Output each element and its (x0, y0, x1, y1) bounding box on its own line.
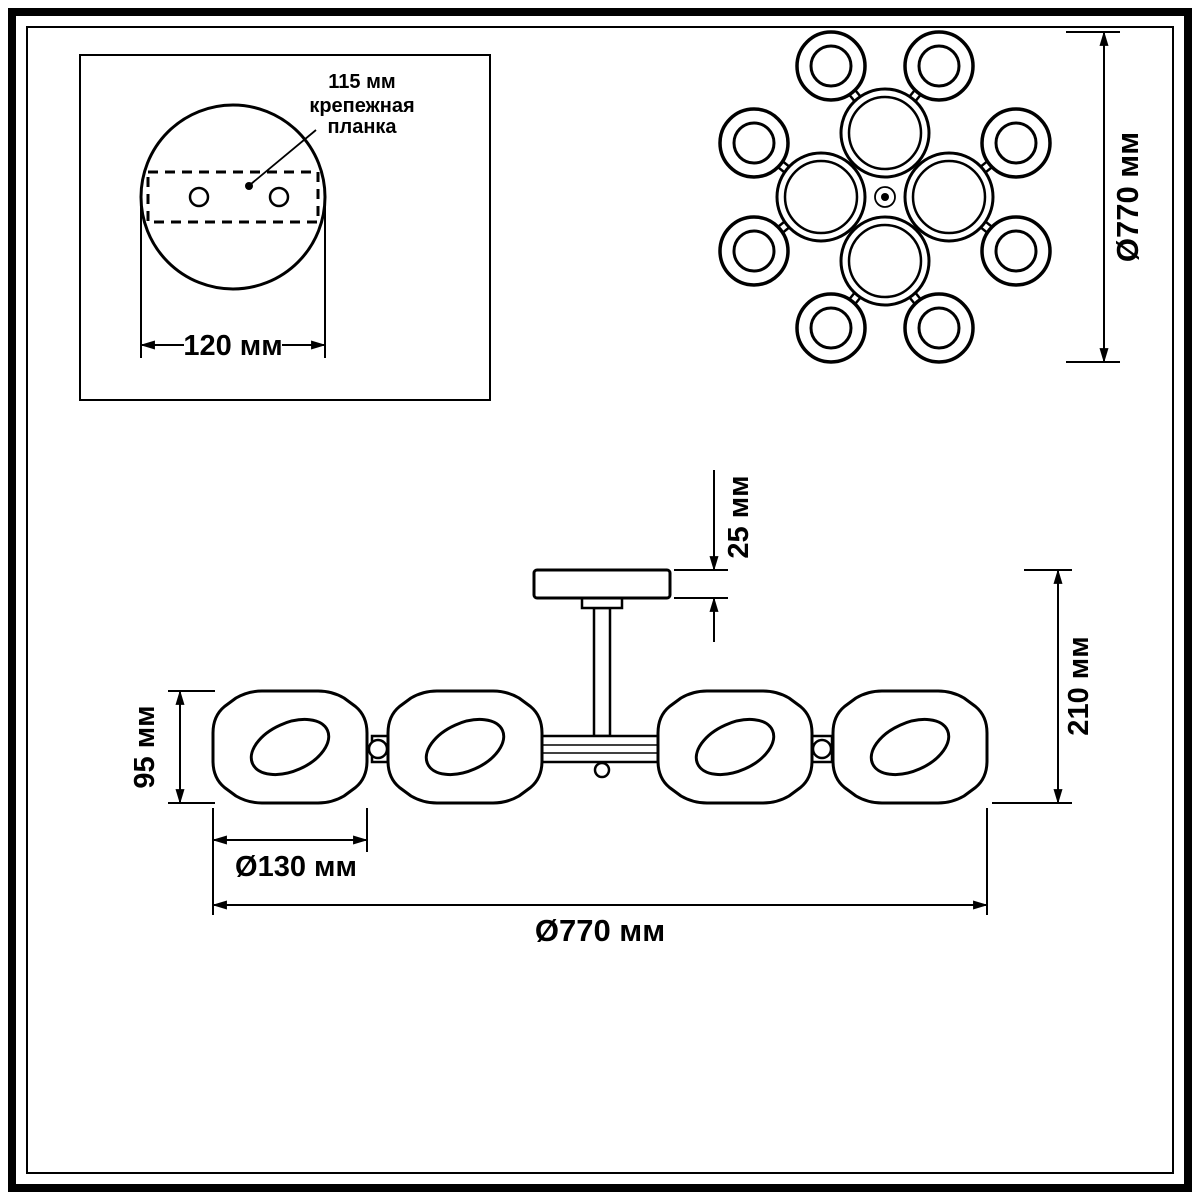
shade-2 (386, 689, 544, 805)
shade-ring-inner (994, 229, 1038, 273)
plate-label-line1: крепежная (309, 95, 414, 117)
top-view: Ø770 мм (718, 30, 1145, 364)
canopy-base-circle (139, 103, 327, 291)
finial-knob (593, 761, 611, 779)
mounting-hole-left (188, 186, 210, 208)
shade-ring-inner (994, 121, 1038, 165)
shade-body-right-inner (911, 159, 987, 235)
ball-joint-right (811, 738, 833, 760)
shade-body-left-inner (783, 159, 859, 235)
top-diameter-label: Ø770 мм (1110, 132, 1145, 262)
outer-shade-rings (718, 30, 1052, 364)
hub-dot (881, 193, 889, 201)
shade-3 (656, 689, 814, 805)
canopy-height-label: 25 мм (723, 475, 755, 558)
total-width-label: Ø770 мм (535, 913, 665, 948)
shade-height-label: 95 мм (129, 705, 161, 788)
shade-body-left (775, 151, 867, 243)
base-width-label: 120 мм (183, 330, 282, 362)
shade-diameter-label: Ø130 мм (235, 851, 357, 883)
shade-body-right (903, 151, 995, 243)
shade-ring-inner (809, 44, 853, 88)
shade-opening (249, 717, 331, 777)
shade-body-top-inner (847, 95, 923, 171)
plate-label-line2: планка (327, 116, 397, 138)
shade-1 (211, 689, 369, 805)
shade-ring-inner (917, 44, 961, 88)
shade-body-bottom-inner (847, 223, 923, 299)
canopy-plate (532, 568, 672, 600)
shade-ring-inner (732, 229, 776, 273)
stem (592, 606, 612, 738)
shade-ring-inner (809, 306, 853, 350)
shade-ring-inner (732, 121, 776, 165)
shade-body-bottom (839, 215, 931, 307)
shade-body-top (839, 87, 931, 179)
base-width-label-background (184, 329, 282, 359)
shade-4 (831, 689, 989, 805)
shade-ring-inner (917, 306, 961, 350)
mounting-detail-view: 115 мм крепежная планка 120 мм (79, 54, 491, 401)
total-height-label: 210 мм (1063, 636, 1095, 735)
shade-opening (694, 717, 776, 777)
hole-spacing-label: 115 мм (328, 71, 395, 93)
mounting-plate-outline (146, 170, 320, 224)
shade-opening (424, 717, 506, 777)
side-view: 25 мм 210 мм 95 мм Ø130 мм Ø770 мм (129, 470, 1095, 948)
shade-opening (869, 717, 951, 777)
mounting-hole-right (268, 186, 290, 208)
ball-joint-left (367, 738, 389, 760)
leader-line (250, 129, 317, 185)
inner-shade-bodies (775, 87, 995, 307)
